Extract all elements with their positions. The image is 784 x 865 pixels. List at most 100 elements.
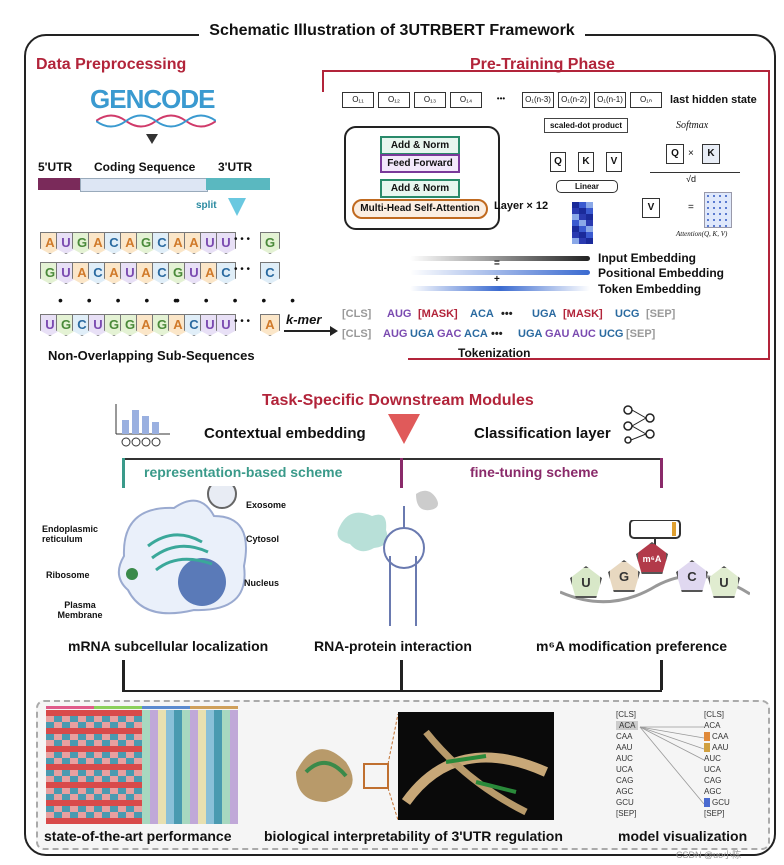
heatmap-cell — [70, 710, 78, 716]
heatmap-cell — [62, 788, 70, 794]
heatmap-cell — [190, 722, 198, 728]
matrix-cell — [586, 220, 593, 226]
heatmap-cell — [62, 812, 70, 818]
heatmap-cell — [150, 764, 158, 770]
softmax-label: Softmax — [676, 120, 709, 131]
heatmap-cell — [46, 800, 54, 806]
heatmap-cell — [174, 728, 182, 734]
heatmap-cell — [110, 710, 118, 716]
heatmap-cell — [206, 818, 214, 824]
heatmap-cell — [86, 752, 94, 758]
heatmap-cell — [118, 818, 126, 824]
heatmap-cell — [54, 722, 62, 728]
heatmap-cell — [182, 800, 190, 806]
heatmap-cell — [142, 710, 150, 716]
heatmap-cell — [134, 764, 142, 770]
token: UGA — [518, 328, 543, 340]
heatmap-cell — [78, 734, 86, 740]
exosome-label: Exosome — [246, 500, 287, 510]
heatmap-cell — [206, 788, 214, 794]
contextual-embedding-label: Contextual embedding — [204, 425, 366, 442]
heatmap-cell — [222, 764, 230, 770]
sdp-box: scaled-dot product — [544, 118, 628, 133]
heatmap-cell — [118, 776, 126, 782]
heatmap-group-bar — [94, 706, 142, 709]
heatmap-cell — [62, 776, 70, 782]
heatmap-cell — [206, 806, 214, 812]
vis-token-left: AGC — [616, 787, 634, 796]
heatmap-cell — [110, 764, 118, 770]
neural-network-icon — [623, 405, 655, 444]
heatmap-cell — [214, 734, 222, 740]
heatmap-cell — [118, 812, 126, 818]
heatmap-cell — [230, 716, 238, 722]
heatmap-cell — [62, 710, 70, 716]
down-line-mid — [400, 660, 403, 690]
heatmap-cell — [78, 806, 86, 812]
heatmap-cell — [198, 728, 206, 734]
heatmap-cell — [174, 800, 182, 806]
heatmap-cell — [214, 788, 222, 794]
heatmap-cell — [206, 752, 214, 758]
heatmap-cell — [54, 812, 62, 818]
heatmap-cell — [142, 788, 150, 794]
heatmap-cell — [150, 728, 158, 734]
v-box: V — [606, 152, 622, 172]
heatmap-cell — [62, 770, 70, 776]
output-token: O₁₄ — [450, 92, 482, 108]
matrix-cell — [572, 226, 579, 232]
heatmap-cell — [158, 758, 166, 764]
heatmap-cell — [222, 818, 230, 824]
heatmap-cell — [190, 740, 198, 746]
heatmap-cell — [150, 812, 158, 818]
rep-branch — [122, 458, 125, 488]
heatmap-cell — [70, 764, 78, 770]
vis-token-left: [SEP] — [616, 809, 637, 818]
heatmap-cell — [70, 782, 78, 788]
heatmap-cell — [126, 794, 134, 800]
heatmap-cell — [190, 710, 198, 716]
heatmap-cell — [174, 794, 182, 800]
k-box: K — [578, 152, 594, 172]
heatmap-cell — [94, 782, 102, 788]
input-embedding-label: Input Embedding — [598, 251, 696, 265]
heatmap-cell — [86, 740, 94, 746]
heatmap-cell — [158, 716, 166, 722]
matrix-cell — [579, 214, 586, 220]
heatmap-cell — [118, 800, 126, 806]
heatmap-cell — [78, 722, 86, 728]
heatmap-cell — [214, 770, 222, 776]
formula-sqrt: √d — [686, 174, 696, 184]
heatmap-cell — [86, 716, 94, 722]
token: ••• — [501, 308, 513, 320]
heatmap-cell — [206, 770, 214, 776]
heatmap-cell — [86, 788, 94, 794]
heatmap-cell — [54, 764, 62, 770]
heatmap-cell — [150, 800, 158, 806]
heatmap-cell — [118, 746, 126, 752]
heatmap-cell — [206, 734, 214, 740]
token: UGA — [532, 308, 557, 320]
heatmap-cell — [150, 806, 158, 812]
rep-scheme-label: representation-based scheme — [144, 464, 343, 480]
heatmap-cell — [70, 818, 78, 824]
heatmap-cell — [94, 794, 102, 800]
heatmap-cell — [198, 740, 206, 746]
heatmap-cell — [222, 752, 230, 758]
heatmap-cell — [174, 818, 182, 824]
matrix-cell — [572, 202, 579, 208]
vis-token-left: GCU — [616, 798, 634, 807]
vis-token-right: CAG — [704, 776, 722, 785]
heatmap-cell — [86, 794, 94, 800]
heatmap-cell — [198, 788, 206, 794]
heatmap-cell — [158, 800, 166, 806]
heatmap-cell — [102, 740, 110, 746]
heatmap-cell — [62, 794, 70, 800]
mhsa-box: Multi-Head Self-Attention — [352, 199, 488, 219]
heatmap-cell — [158, 740, 166, 746]
heatmap-cell — [150, 716, 158, 722]
heatmap-cell — [110, 782, 118, 788]
matrix-cell — [586, 232, 593, 238]
heatmap-cell — [190, 746, 198, 752]
token: [CLS] — [342, 328, 372, 340]
